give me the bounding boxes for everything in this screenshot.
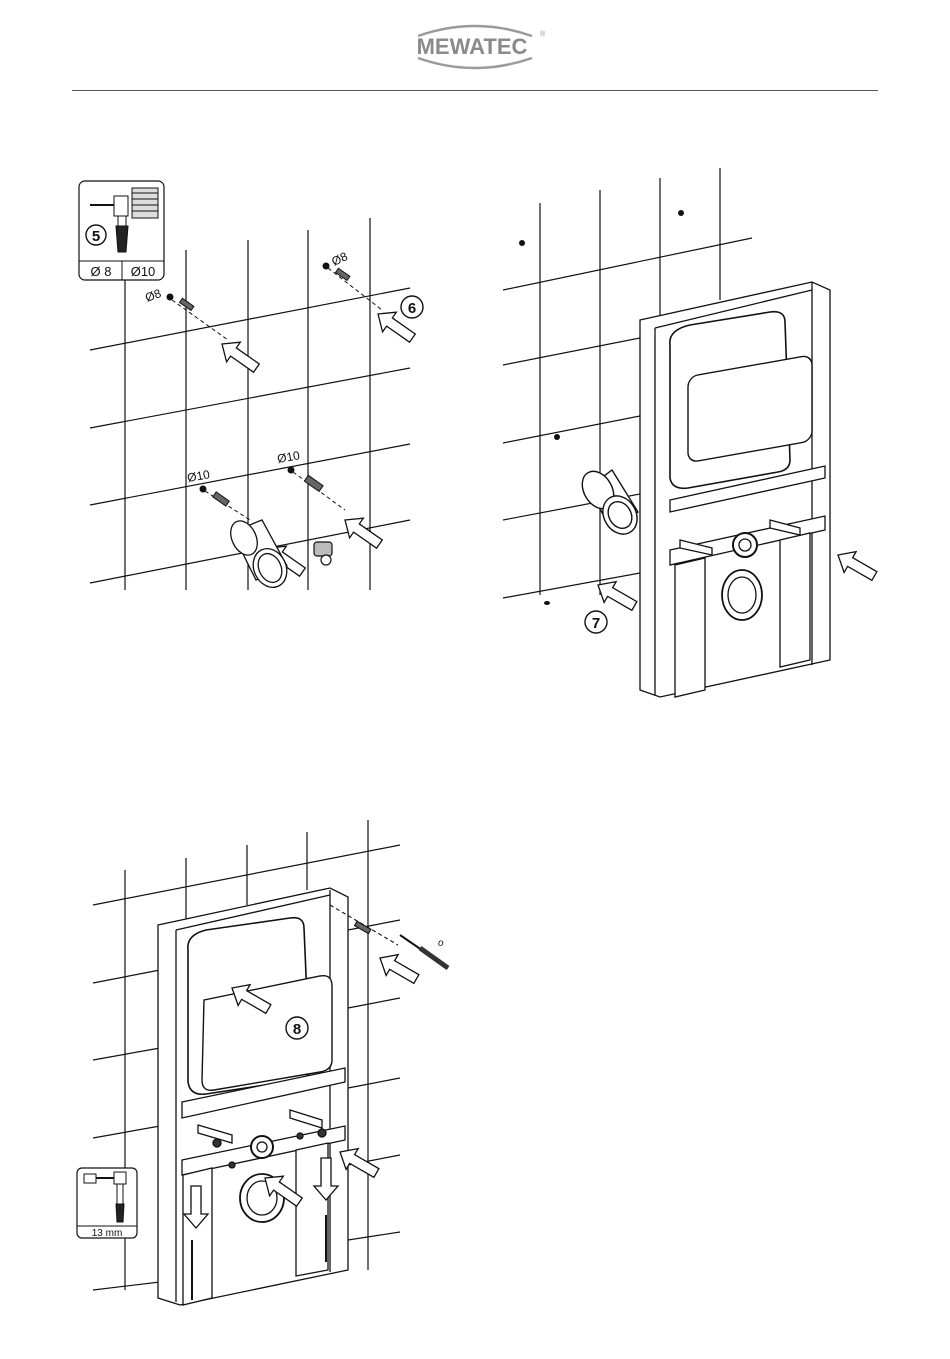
drill-tool-panel: 5 Ø 8 Ø10 <box>79 181 164 280</box>
installation-frame <box>158 888 348 1305</box>
arrow-indicator <box>215 334 263 378</box>
hole-label-small-left: Ø8 <box>143 286 163 305</box>
wrench-tool-panel: 13 mm <box>77 1168 137 1239</box>
screw-marker: o <box>438 938 444 949</box>
step-7-number: 7 <box>592 615 600 632</box>
arrow-indicator <box>832 545 880 587</box>
step-8-number: 8 <box>293 1021 301 1038</box>
wrench-size: 13 mm <box>92 1228 123 1239</box>
water-connector <box>314 542 332 565</box>
installation-frame <box>640 282 830 697</box>
drain-pipe <box>576 466 644 541</box>
step-6-number: 6 <box>408 300 416 317</box>
hole-label-small-right: Ø8 <box>329 249 350 269</box>
arrow-indicator <box>338 510 386 554</box>
drill-size-10: Ø10 <box>131 264 156 279</box>
drill-size-8: Ø 8 <box>91 264 112 279</box>
step-5-number: 5 <box>92 228 100 245</box>
arrow-indicator <box>374 948 422 990</box>
hole-label-large-right: Ø10 <box>276 448 301 466</box>
